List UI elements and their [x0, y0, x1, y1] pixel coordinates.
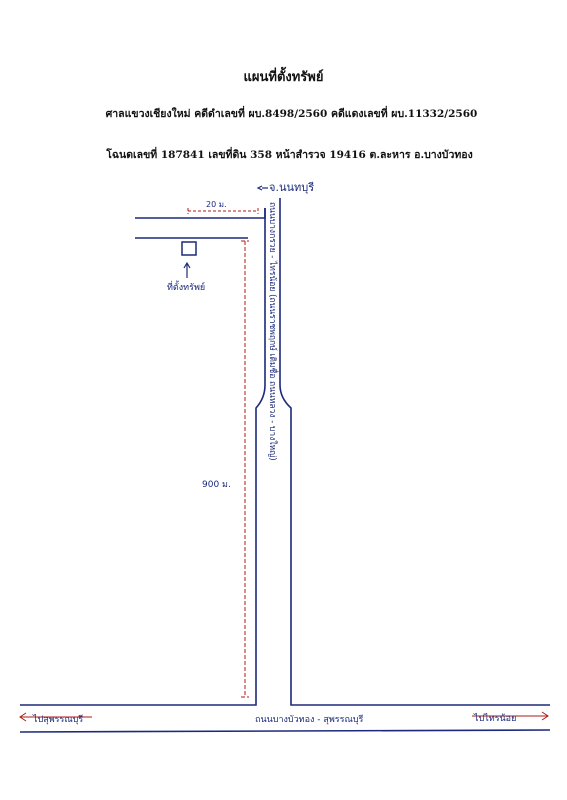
distance-900m-label: 900 ม.: [202, 480, 231, 490]
left-direction-label: ไปสุพรรณบุรี: [32, 714, 83, 725]
right-direction-label: ไปไทรน้อย: [473, 713, 516, 724]
side-road-name: ถนนบางกรวย - ไทรน้อย (ถนนราชพฤกษ์ เดิมชื…: [267, 202, 279, 461]
distance-900m-line: [241, 240, 249, 698]
document-title: แผนที่ตั้งทรัพย์: [243, 70, 324, 85]
title-deed-line: โฉนดเลขที่ 187841 เลขที่ดิน 358 หน้าสำรว…: [106, 149, 473, 161]
main-road-name: ถนนบางบัวทอง - สุพรรณบุรี: [255, 714, 364, 725]
lane-top-edge: [135, 208, 266, 219]
highway-bottom-edge: [19, 729, 551, 733]
property-label: ที่ตั้งทรัพย์: [167, 280, 205, 293]
distance-20m-line: [187, 208, 259, 214]
distance-20m-label: 20 ม.: [206, 200, 227, 209]
north-destination-label: จ.นนทบุรี: [269, 181, 314, 194]
court-case-line: ศาลแขวงเชียงใหม่ คดีดำเลขที่ ผบ.8498/256…: [105, 108, 478, 120]
road-right-edge: [279, 198, 550, 706]
property-marker-icon: [181, 241, 197, 256]
road-left-edge: [20, 208, 266, 706]
